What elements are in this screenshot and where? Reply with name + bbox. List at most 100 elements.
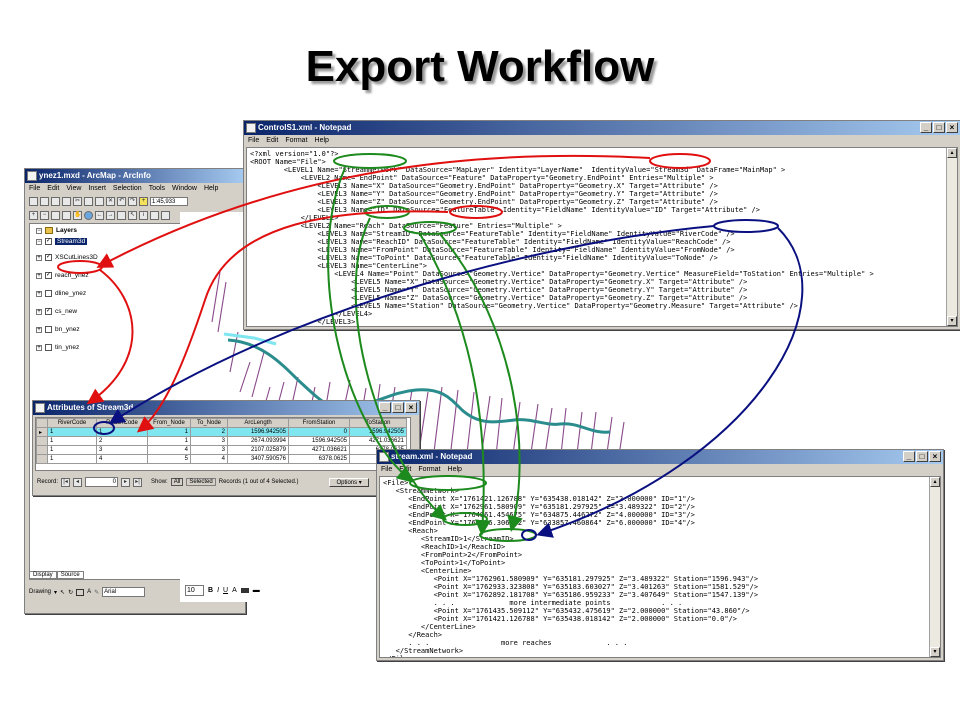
add-data-icon[interactable]: +: [139, 196, 148, 206]
column-header[interactable]: ReachCode: [96, 418, 148, 428]
row-selector[interactable]: [36, 454, 48, 464]
table-cell[interactable]: 1: [147, 436, 191, 446]
maximize-button[interactable]: □: [392, 402, 404, 413]
font-size-box[interactable]: 10: [185, 585, 204, 596]
table-cell[interactable]: 3: [96, 445, 148, 455]
print-icon[interactable]: [62, 196, 71, 206]
toc-layer-stream3d[interactable]: − ✓ Stream3d: [36, 238, 88, 245]
maximize-button[interactable]: □: [933, 122, 945, 133]
expand-icon[interactable]: +: [36, 326, 42, 333]
table-row[interactable]: 1 3 4 3 2107.025879 4271.036621 6378.062…: [36, 445, 407, 455]
text-tool-icon[interactable]: A: [87, 589, 92, 595]
menu-edit[interactable]: Edit: [266, 137, 279, 144]
font-name-box[interactable]: Arial: [102, 587, 146, 597]
italic-button[interactable]: I: [217, 587, 220, 594]
row-selector[interactable]: [36, 445, 48, 455]
table-row[interactable]: ▸ 1 1 1 2 1596.942505 0 1596.942505: [36, 427, 407, 437]
prev-record-icon[interactable]: ◂: [73, 477, 83, 487]
row-selector[interactable]: ▸: [36, 427, 48, 437]
table-cell[interactable]: 2107.025879: [227, 445, 289, 455]
toc-layer-tin-ynez[interactable]: + tin_ynez: [36, 344, 79, 351]
layer-checkbox[interactable]: ✓: [45, 308, 52, 315]
fill-color-icon[interactable]: [240, 588, 249, 593]
expand-icon[interactable]: +: [36, 344, 42, 351]
toc-layers-header[interactable]: − Layers: [36, 227, 77, 234]
select-arrow-icon[interactable]: ↖: [60, 589, 66, 596]
measure-icon[interactable]: [161, 210, 170, 220]
toc-layer-dline-ynez[interactable]: + dline_ynez: [36, 290, 86, 297]
table-cell[interactable]: 5: [147, 454, 191, 464]
column-header[interactable]: From_Node: [147, 418, 191, 428]
layer-checkbox[interactable]: [45, 290, 52, 297]
layer-checkbox[interactable]: ✓: [45, 254, 52, 261]
table-cell[interactable]: 4271.036621: [288, 445, 350, 455]
expand-icon[interactable]: −: [36, 238, 42, 245]
font-color-button[interactable]: A: [232, 587, 237, 594]
minimize-button[interactable]: _: [903, 451, 915, 462]
maximize-button[interactable]: □: [916, 451, 928, 462]
line-color-icon[interactable]: ▬: [252, 587, 260, 594]
menu-file[interactable]: File: [248, 137, 260, 144]
table-cell[interactable]: 3: [190, 436, 228, 446]
menu-edit[interactable]: Edit: [47, 185, 60, 192]
menu-help[interactable]: Help: [447, 466, 462, 473]
layer-checkbox[interactable]: [45, 326, 52, 333]
zoom-in-icon[interactable]: +: [29, 210, 38, 220]
table-cell[interactable]: 4: [147, 445, 191, 455]
chevron-down-icon[interactable]: ▾: [54, 589, 58, 596]
menu-view[interactable]: View: [66, 185, 82, 192]
menu-help[interactable]: Help: [314, 137, 329, 144]
identify-icon[interactable]: i: [139, 210, 148, 220]
control-vertical-scrollbar[interactable]: ▴ ▾: [946, 148, 957, 326]
menu-format[interactable]: Format: [285, 137, 308, 144]
table-cell[interactable]: 1: [147, 427, 191, 437]
table-cell[interactable]: 1596.942505: [227, 427, 289, 437]
scroll-down-icon[interactable]: ▾: [947, 316, 957, 326]
menu-format[interactable]: Format: [418, 466, 441, 473]
menu-file[interactable]: File: [381, 466, 393, 473]
table-cell[interactable]: 4271.036621: [349, 436, 407, 446]
menu-edit[interactable]: Edit: [399, 466, 412, 473]
toc-layer-reach-ynez[interactable]: + ✓ reach_ynez: [36, 272, 89, 279]
toc-layer-xscutlines3d[interactable]: + ✓ XSCutLines3D: [36, 254, 98, 261]
expand-icon[interactable]: +: [36, 254, 42, 261]
pan-icon[interactable]: ✋: [73, 210, 82, 220]
rectangle-icon[interactable]: [76, 588, 85, 596]
table-cell[interactable]: 4: [190, 454, 228, 464]
full-extent-icon[interactable]: [84, 210, 93, 220]
close-button[interactable]: ×: [405, 402, 417, 413]
fixed-zoom-in-icon[interactable]: [51, 210, 60, 220]
underline-button[interactable]: U: [223, 587, 229, 594]
close-button[interactable]: ×: [929, 451, 941, 462]
drawing-menu[interactable]: Drawing: [29, 589, 52, 595]
table-cell[interactable]: 2: [190, 427, 228, 437]
scroll-down-icon[interactable]: ▾: [930, 647, 940, 657]
collapse-icon[interactable]: −: [36, 227, 42, 234]
copy-icon[interactable]: [84, 196, 93, 206]
table-cell[interactable]: 1: [47, 427, 97, 437]
table-cell[interactable]: 1: [47, 445, 97, 455]
layer-checkbox[interactable]: ✓: [45, 272, 52, 279]
tab-display[interactable]: Display: [29, 571, 57, 579]
select-features-icon[interactable]: [117, 210, 126, 220]
back-icon[interactable]: ←: [95, 210, 104, 220]
scroll-up-icon[interactable]: ▴: [947, 148, 957, 158]
layer-checkbox[interactable]: ✓: [45, 238, 52, 245]
toc-layer-cs-new[interactable]: + ✓ cs_new: [36, 308, 77, 315]
minimize-button[interactable]: _: [920, 122, 932, 133]
column-header[interactable]: ArcLength: [227, 418, 289, 428]
table-cell[interactable]: 3: [190, 445, 228, 455]
table-row[interactable]: 1 4 5 4 3407.590576 6378.0625 9785.65...: [36, 454, 407, 464]
options-button[interactable]: Options ▾: [329, 477, 369, 487]
column-header[interactable]: FromStation: [288, 418, 350, 428]
table-cell[interactable]: 1: [96, 427, 148, 437]
menu-help[interactable]: Help: [203, 185, 219, 192]
marker-icon[interactable]: ✎: [94, 589, 100, 596]
menu-selection[interactable]: Selection: [112, 185, 142, 192]
menu-window[interactable]: Window: [172, 185, 197, 192]
menu-tools[interactable]: Tools: [148, 185, 166, 192]
close-button[interactable]: ×: [946, 122, 958, 133]
record-input[interactable]: 0: [85, 477, 119, 487]
table-cell[interactable]: 2: [96, 436, 148, 446]
column-header[interactable]: ToStation: [349, 418, 407, 428]
